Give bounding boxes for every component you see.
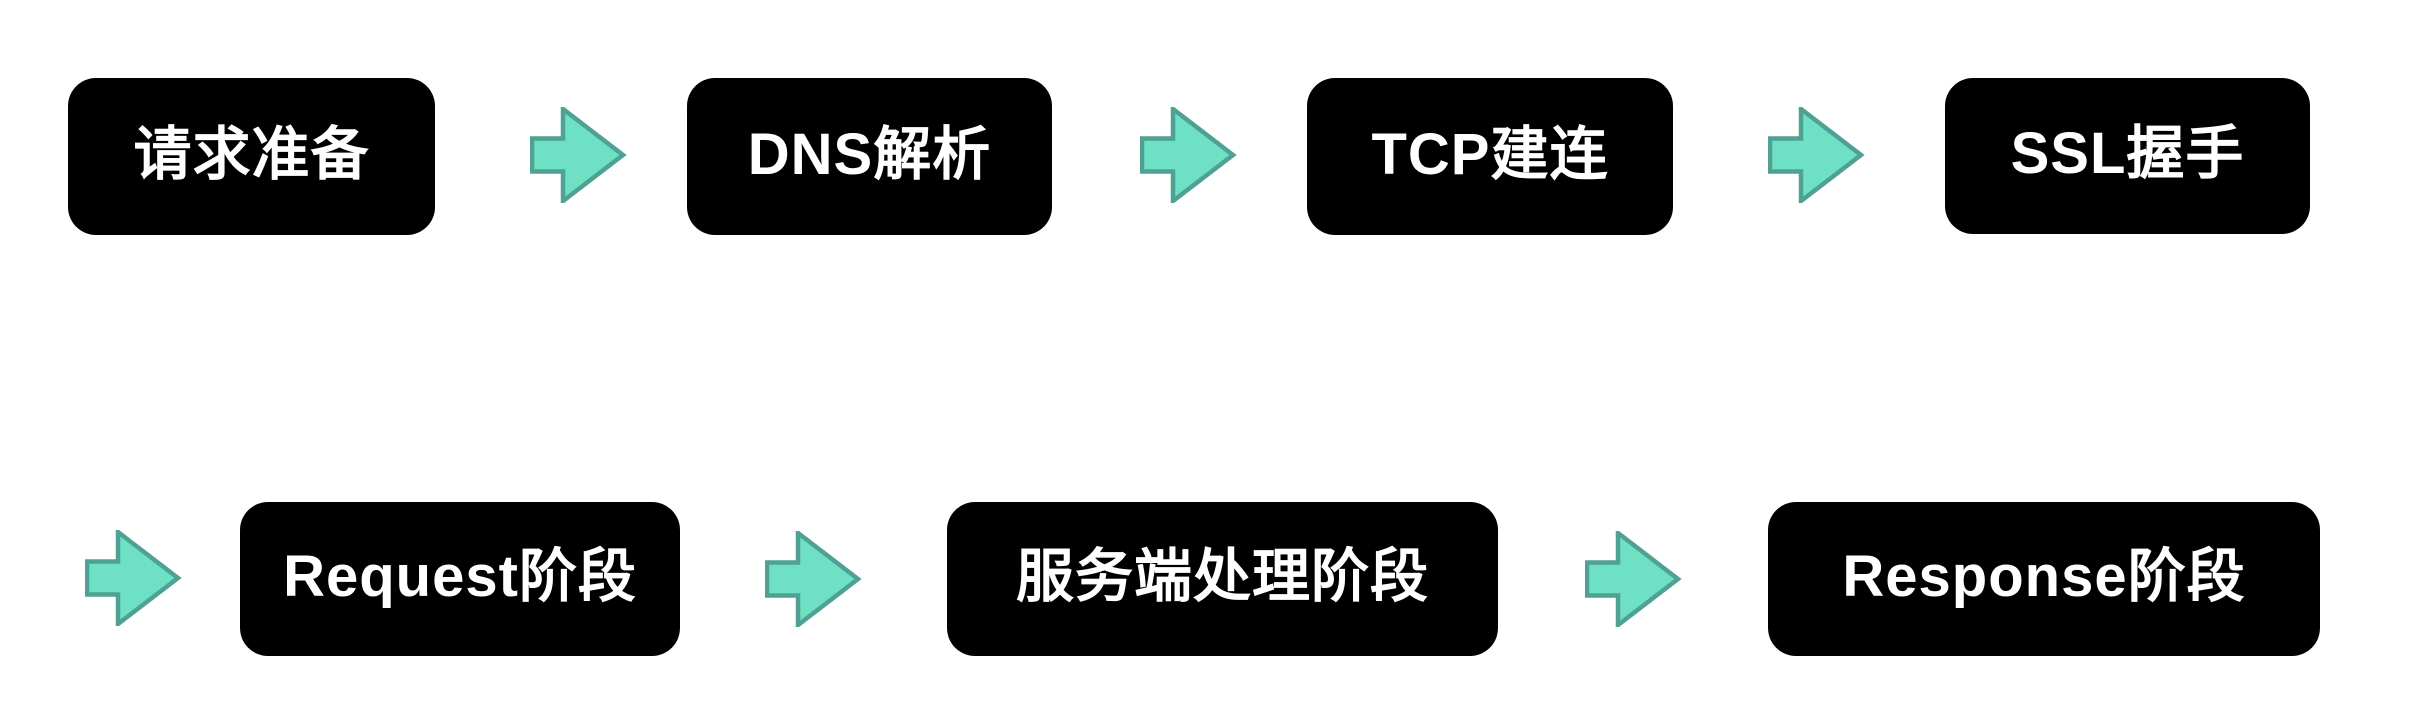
node-ssl-handshake-label: SSL握手 <box>2010 121 2245 186</box>
node-response-phase: Response阶段 <box>1768 502 2320 656</box>
node-server-processing-phase-label: 服务端处理阶段 <box>1015 544 1429 609</box>
flow-arrow-icon <box>85 530 182 626</box>
node-response-phase-label: Response阶段 <box>1842 544 2246 609</box>
flow-arrow-icon <box>1585 531 1682 627</box>
node-request-phase: Request阶段 <box>240 502 680 656</box>
node-ssl-handshake: SSL握手 <box>1945 78 2310 234</box>
node-request-phase-label: Request阶段 <box>283 544 637 609</box>
flow-arrow-icon <box>1140 107 1237 203</box>
node-tcp-connect: TCP建连 <box>1307 78 1673 235</box>
flow-arrow-icon <box>765 531 862 627</box>
node-request-prepare-label: 请求准备 <box>133 121 370 187</box>
node-request-prepare: 请求准备 <box>68 78 435 235</box>
flow-arrow-icon <box>530 107 627 203</box>
node-server-processing-phase: 服务端处理阶段 <box>947 502 1498 656</box>
flow-arrow-icon <box>1768 107 1865 203</box>
node-tcp-connect-label: TCP建连 <box>1371 121 1609 187</box>
node-dns-resolve: DNS解析 <box>687 78 1052 235</box>
node-dns-resolve-label: DNS解析 <box>747 121 992 187</box>
